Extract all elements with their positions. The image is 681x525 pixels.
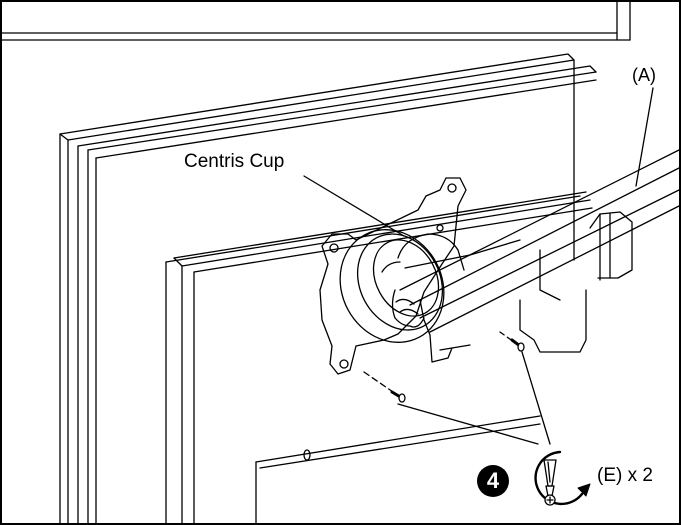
- step-number-badge: 4: [477, 465, 509, 497]
- leader-lines: [303, 87, 654, 445]
- monitor-arm: [381, 149, 680, 363]
- screwdriver-icon: [534, 450, 591, 506]
- screw-leader-2: [521, 351, 551, 445]
- clockwise-arrow-icon: [534, 450, 584, 506]
- rear-monitor: [0, 1, 631, 524]
- centris-cup-label: Centris Cup: [184, 151, 285, 172]
- screw-leader-1: [397, 403, 539, 445]
- front-monitor: [165, 191, 593, 524]
- fastener-quantity-label: (E) x 2: [597, 465, 653, 486]
- screws: [363, 331, 525, 403]
- arm-a-leader: [635, 87, 654, 187]
- centris-cup-plate: [319, 177, 467, 375]
- centris-cup-leader: [303, 175, 405, 237]
- arm-a-label: (A): [632, 65, 656, 85]
